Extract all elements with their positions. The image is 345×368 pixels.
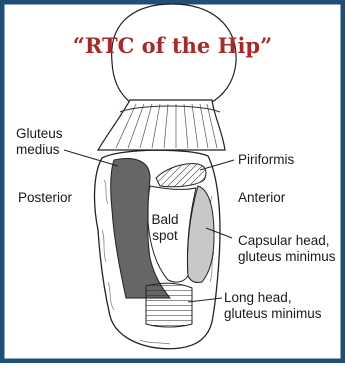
label-long-head: Long head, gluteus minimus (224, 290, 322, 322)
label-gluteus-medius: Gluteus medius (16, 126, 63, 158)
label-posterior: Posterior (18, 190, 72, 206)
femoral-neck (98, 100, 225, 150)
long-head-region (146, 283, 192, 327)
label-piriformis: Piriformis (238, 152, 294, 168)
label-anterior: Anterior (238, 190, 285, 206)
label-bald-spot: Bald spot (146, 212, 184, 244)
slide-title: “RTC of the Hip” (0, 33, 345, 58)
label-capsular-head: Capsular head, gluteus minimus (238, 233, 336, 265)
